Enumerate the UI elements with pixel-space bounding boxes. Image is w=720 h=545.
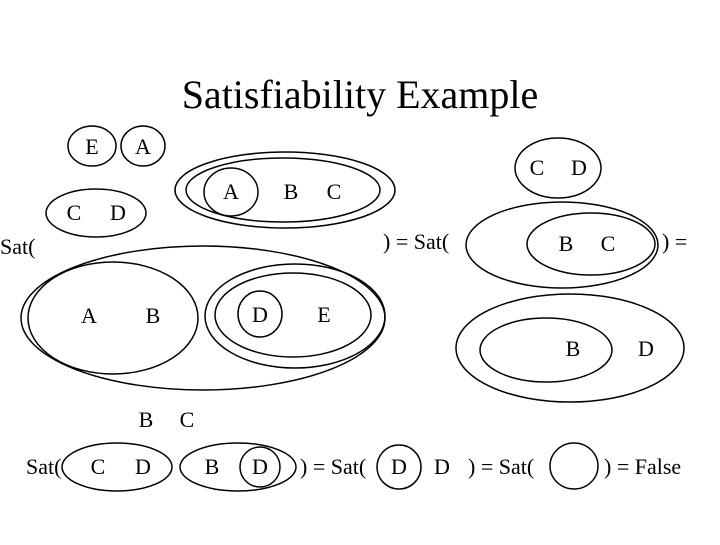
eq-sat-label-3: ) = Sat( [468,454,534,479]
sat-label-2: Sat( [26,454,61,479]
var-e-top: E [85,134,98,159]
var-c-5: C [180,407,195,432]
eq-sat-label-2: ) = Sat( [300,454,366,479]
sat-label-1: Sat( [0,234,35,259]
oval-b-inner [479,317,613,383]
var-d-1: D [110,200,126,225]
var-d-3: D [571,155,587,180]
oval-a-inner [203,167,259,217]
oval-empty [549,442,599,490]
var-e-2: E [317,302,330,327]
var-c-4: C [601,231,616,256]
var-a-3: A [81,303,97,328]
var-b-6: B [205,454,220,479]
oval-de-inner [214,272,372,358]
var-d-6: D [252,454,268,479]
oval-bd-outer [455,293,685,403]
oval-ab [27,261,199,375]
oval-e [67,125,117,167]
var-d-5: D [135,454,151,479]
oval-cd-right [514,137,602,199]
oval-cd [45,188,147,238]
oval-de-outer [204,263,386,369]
var-d-2: D [252,302,268,327]
var-c-1: C [67,200,82,225]
oval-d-bottom [239,446,281,488]
oval-cd-bottom [61,442,173,492]
oval-d [237,290,283,338]
var-c-6: C [91,454,106,479]
var-c-3: C [530,155,545,180]
slide-title: Satisfiability Example [182,72,539,117]
oval-bd-bottom [179,442,297,492]
var-c-2: C [327,179,342,204]
oval-abc-inner [185,157,381,223]
var-b-2: B [146,303,161,328]
var-b-4: B [566,336,581,361]
oval-a [120,125,166,167]
close-eq-label: ) = [662,229,687,254]
var-a-top: A [135,134,151,159]
var-b-3: B [559,231,574,256]
var-d-7: D [391,454,407,479]
var-d-8: D [434,454,450,479]
oval-bc-outer [465,201,659,289]
oval-bc-inner [526,212,656,276]
var-b-1: B [284,179,299,204]
var-a-2: A [223,179,239,204]
var-d-4: D [638,336,654,361]
oval-d-last [376,444,422,490]
oval-abc-outer [174,151,396,229]
eq-sat-label-1: ) = Sat( [383,229,449,254]
eq-false-label: ) = False [604,454,681,479]
var-b-5: B [139,407,154,432]
